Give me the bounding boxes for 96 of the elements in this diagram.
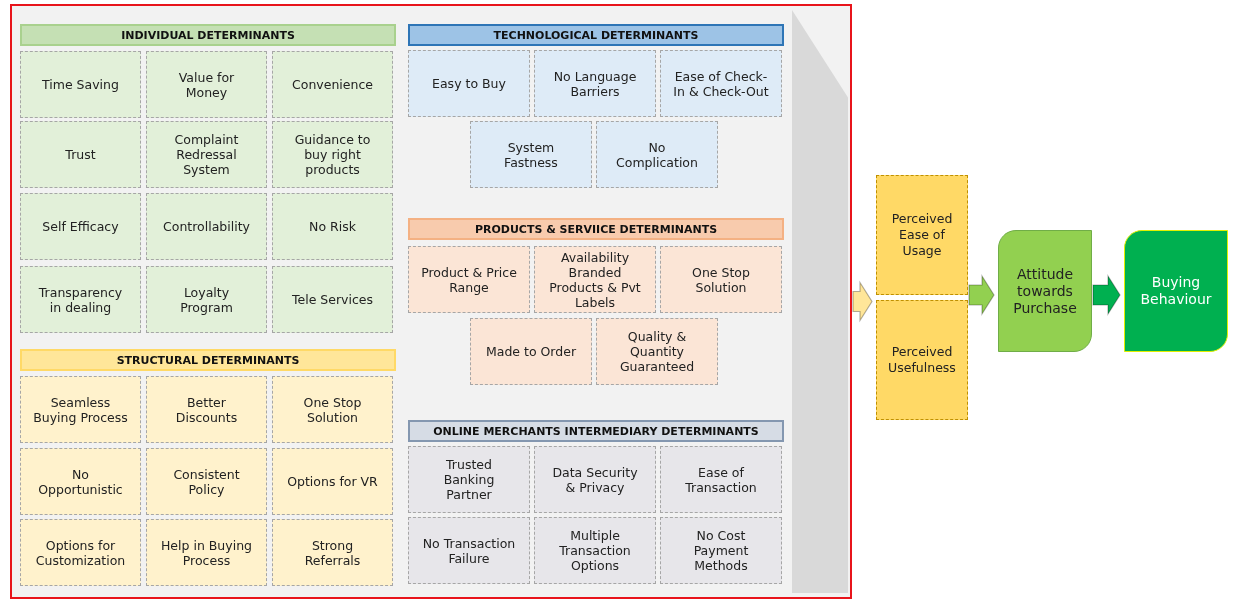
determinant-box <box>272 376 393 443</box>
determinant-box <box>146 376 267 443</box>
determinant-box <box>146 266 267 333</box>
determinant-box <box>408 446 530 513</box>
determinant-box <box>146 51 267 118</box>
determinant-label: Made to Order <box>485 344 577 359</box>
determinant-box <box>660 246 782 313</box>
determinant-label: Guidance to buy right products <box>293 132 372 177</box>
determinant-box <box>20 376 141 443</box>
determinant-box <box>20 193 141 260</box>
category-header <box>408 420 784 442</box>
block-arrow <box>968 273 995 317</box>
determinant-label: Controllability <box>163 219 250 234</box>
determinant-box <box>146 519 267 586</box>
determinant-box <box>272 193 393 260</box>
determinant-label: No Opportunistic <box>37 466 124 497</box>
determinant-box <box>272 121 393 188</box>
determinant-box <box>20 121 141 188</box>
perception-box <box>876 175 968 295</box>
determinant-box <box>20 51 141 118</box>
determinant-box <box>470 318 592 385</box>
determinant-label: One Stop Solution <box>302 394 363 425</box>
perception-box <box>876 300 968 420</box>
determinant-label: Ease of Check-In & Check-Out <box>673 68 769 99</box>
determinant-label: One Stop Solution <box>691 264 751 295</box>
category-title: INDIVIDUAL DETERMINANTS <box>121 28 295 42</box>
block-arrow <box>852 280 873 323</box>
category-title: TECHNOLOGICAL DETERMINANTS <box>493 28 699 42</box>
determinant-box <box>146 193 267 260</box>
determinant-box <box>534 517 656 584</box>
determinant-box <box>20 266 141 333</box>
determinant-label: Loyalty Program <box>179 284 234 315</box>
determinant-box <box>20 519 141 586</box>
category-header <box>408 24 784 46</box>
determinant-box <box>470 121 592 188</box>
determinant-box <box>146 448 267 515</box>
determinant-label: Seamless Buying Process <box>32 394 129 425</box>
determinant-label: Quality & Quantity Guaranteed <box>618 329 696 374</box>
determinant-box <box>408 50 530 117</box>
determinant-label: Data Security & Privacy <box>551 464 639 495</box>
determinant-label: Convenience <box>292 77 373 92</box>
determinant-label: Ease of Transaction <box>684 464 758 495</box>
determinant-box <box>596 318 718 385</box>
stage-box <box>1124 230 1228 352</box>
determinant-box <box>408 246 530 313</box>
determinant-label: Options for VR <box>287 474 378 489</box>
determinant-box <box>146 121 267 188</box>
category-header <box>20 349 396 371</box>
determinant-label: Tele Services <box>291 292 374 307</box>
determinant-box <box>534 446 656 513</box>
perception-label: Perceived Usefulness <box>887 344 957 376</box>
determinant-box <box>660 50 782 117</box>
determinant-label: Complaint Redressal System <box>173 132 240 177</box>
determinant-box <box>20 448 141 515</box>
stage-label: Buying Behaviour <box>1139 274 1213 308</box>
determinant-box <box>534 246 656 313</box>
determinant-box <box>272 448 393 515</box>
determinant-label: Trust <box>65 147 96 162</box>
determinant-label: No Language Barriers <box>552 68 638 99</box>
perception-label: Perceived Ease of Usage <box>890 211 954 259</box>
determinant-label: Multiple Transaction Options <box>558 528 632 573</box>
determinant-box <box>272 51 393 118</box>
determinant-label: System Fastness <box>503 139 559 170</box>
determinant-label: Time Saving <box>42 77 119 92</box>
determinant-label: Transparency in dealing <box>37 284 124 315</box>
determinant-label: Self Efficacy <box>42 219 119 234</box>
determinant-box <box>534 50 656 117</box>
determinant-box <box>660 446 782 513</box>
category-title: ONLINE MERCHANTS INTERMEDIARY DETERMINANTS <box>433 424 759 438</box>
determinant-box <box>272 519 393 586</box>
determinant-label: No Complication <box>615 139 699 170</box>
determinant-label: Strong Referrals <box>303 537 362 568</box>
determinant-label: Easy to Buy <box>432 76 506 91</box>
determinant-label: Product & Price Range <box>421 264 517 295</box>
determinants-frame <box>10 4 852 599</box>
determinant-label: Trusted Banking Partner <box>442 457 496 502</box>
category-title: PRODUCTS & SERVIICE DETERMINANTS <box>474 222 718 236</box>
determinant-label: Value for Money <box>177 69 236 100</box>
category-header <box>408 218 784 240</box>
determinant-box <box>408 517 530 584</box>
determinant-label: Availability Branded Products & Pvt Labels <box>548 249 642 310</box>
determinant-box <box>660 517 782 584</box>
stage-box <box>998 230 1092 352</box>
determinant-label: No Transaction Failure <box>421 535 517 566</box>
determinant-label: Help in Buying Process <box>159 537 254 568</box>
determinant-label: Better Discounts <box>174 394 239 425</box>
determinant-label: Consistent Policy <box>172 466 241 497</box>
stage-label: Attitude towards Purchase <box>1012 265 1078 317</box>
determinant-label: No Risk <box>309 219 356 234</box>
category-title: STRUCTURAL DETERMINANTS <box>116 353 300 367</box>
determinant-box <box>272 266 393 333</box>
block-arrow <box>1092 273 1121 317</box>
determinant-label: Options for Customization <box>34 537 127 568</box>
category-header <box>20 24 396 46</box>
determinant-box <box>596 121 718 188</box>
determinant-label: No Cost Payment Methods <box>692 528 750 573</box>
